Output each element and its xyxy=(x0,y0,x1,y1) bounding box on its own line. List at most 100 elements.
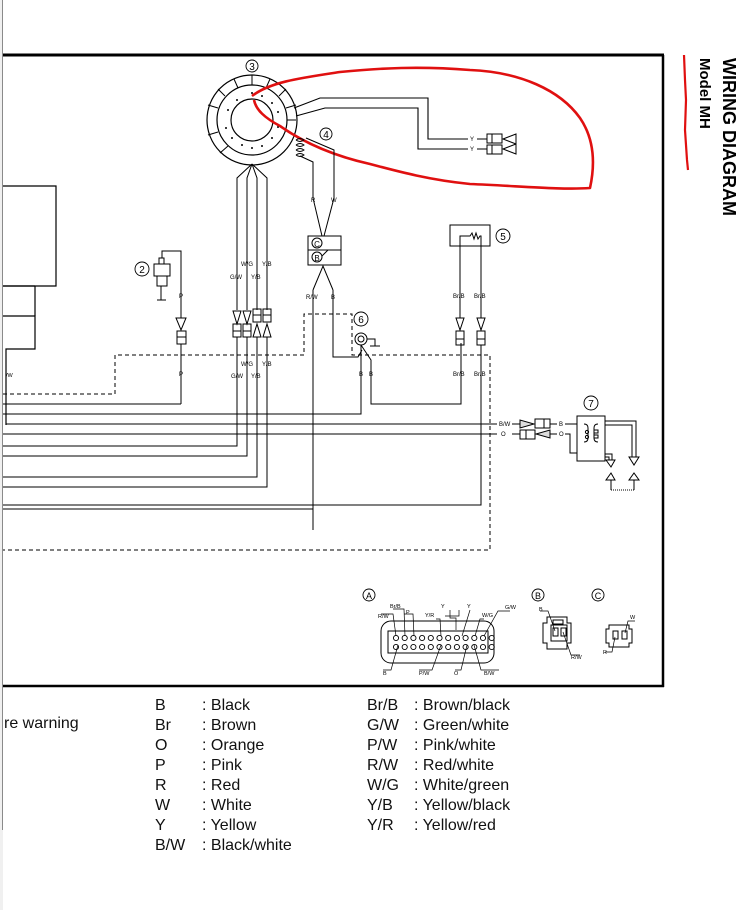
resistor xyxy=(3,224,491,506)
connector-pin xyxy=(445,643,452,651)
legend-row: R/W: Red/white xyxy=(367,756,510,776)
wire-label-o: O xyxy=(501,432,506,438)
wire-label-b: B xyxy=(559,422,563,428)
ignition-coil xyxy=(565,415,640,491)
stator-y-wires xyxy=(293,97,468,150)
legend-color-name: : Green/white xyxy=(414,717,510,734)
legend-row: B/W: Black/white xyxy=(155,836,292,856)
wire-label: /W xyxy=(6,373,14,379)
pin-label: W/G xyxy=(482,613,493,619)
left-module xyxy=(3,185,57,425)
connector-b-detail: B B R/W xyxy=(531,588,583,661)
wire-label-brb: Br/B xyxy=(474,372,486,378)
svg-text:B: B xyxy=(535,591,541,601)
legend-code: P/W xyxy=(367,737,398,754)
connector-a-detail: A R/W Br/B P Y/R Y Y W/G G/W B xyxy=(362,588,517,677)
svg-text:6: 6 xyxy=(358,315,364,326)
pin-label: B xyxy=(383,671,387,677)
connector-pin xyxy=(453,643,460,651)
pin-label: B/W xyxy=(484,671,495,677)
legend-code: W/G xyxy=(367,777,399,794)
wire-label-brb: Br/B xyxy=(453,294,465,300)
pin-label: Br/B xyxy=(390,604,401,610)
legend-code: W xyxy=(155,797,171,814)
wire-label-p: P xyxy=(179,294,183,300)
legend-color-name: : Orange xyxy=(202,737,265,754)
legend-color-name: : Yellow/red xyxy=(414,817,496,834)
component-badge-3: 3 xyxy=(245,59,259,73)
wire-label-y: Y xyxy=(470,137,474,143)
partial-caption: re warning xyxy=(4,715,79,732)
pressure-sensor xyxy=(153,250,187,404)
diagram-subtitle: Model MH xyxy=(696,58,713,129)
wire-label-b: B xyxy=(331,295,335,301)
pin-label: O xyxy=(454,671,459,677)
pin-label: R/W xyxy=(378,614,390,620)
red-circle-annotation xyxy=(251,66,595,190)
legend-color-name: : Brown xyxy=(202,717,257,734)
svg-text:4: 4 xyxy=(323,130,329,141)
rw-wire xyxy=(3,290,314,510)
pin-label: G/W xyxy=(505,605,517,611)
connector-pin xyxy=(471,643,478,651)
pickup-coil xyxy=(295,137,335,237)
legend-color-name: : White/green xyxy=(414,777,510,794)
component-badge-6: 6 xyxy=(353,311,369,327)
ignition-wires xyxy=(3,403,497,435)
legend-code: Y/B xyxy=(367,797,393,814)
legend-row: W : White xyxy=(155,796,292,816)
pin-label: P xyxy=(406,610,410,616)
connector-pin xyxy=(419,634,426,642)
coil-connectors xyxy=(512,418,557,440)
red-underline-annotation xyxy=(682,54,690,171)
component-badge-4: 4 xyxy=(319,127,333,141)
diagram-title: WIRING DIAGRAM xyxy=(719,58,739,216)
legend-code: R xyxy=(155,777,167,794)
connector-pin xyxy=(419,643,426,651)
legend-code: Y/R xyxy=(367,817,394,834)
connector-pin xyxy=(401,643,408,651)
stator-output-wires xyxy=(3,163,272,488)
wire-label-yb: Y/B xyxy=(262,262,272,268)
legend-color-name: : Pink/white xyxy=(414,737,496,754)
connector-pin xyxy=(453,634,460,642)
legend-row: Br: Brown xyxy=(155,716,292,736)
legend-row: Y: Yellow xyxy=(155,816,292,836)
y-connectors xyxy=(477,133,517,155)
connector-pin xyxy=(488,634,495,642)
legend-row: W/G : White/green xyxy=(367,776,510,796)
wire-label-wg: W/G xyxy=(241,362,253,368)
legend-row: O : Orange xyxy=(155,736,292,756)
connector-pin xyxy=(392,643,400,651)
legend-color-name: : Yellow xyxy=(202,817,257,834)
svg-text:5: 5 xyxy=(500,232,506,243)
page-edge-shadow xyxy=(0,0,3,910)
connector-pin xyxy=(479,643,487,651)
diagram-frame xyxy=(3,53,665,688)
title-block: WIRING DIAGRAM Model MH xyxy=(682,54,739,216)
legend-row: B: Black xyxy=(155,696,292,716)
legend-code: O xyxy=(155,737,168,754)
pin-label: W xyxy=(630,615,636,621)
wire-label-wg: W/G xyxy=(241,262,253,268)
wire-label-b: B xyxy=(359,372,363,378)
page-edge xyxy=(2,0,3,830)
pin-label: Y xyxy=(441,604,445,610)
wire-label-brb: Br/B xyxy=(453,372,465,378)
legend-code: G/W xyxy=(367,717,399,734)
wire-label-yb: Y/B xyxy=(251,275,261,281)
svg-text:A: A xyxy=(366,591,372,601)
connector-pin xyxy=(410,643,417,651)
legend-row: Y/B: Yellow/black xyxy=(367,796,510,816)
connector-c-detail: C R W xyxy=(591,588,636,656)
connector-b-mark: B xyxy=(314,254,319,263)
connector-c-mark: C xyxy=(314,240,320,249)
connector-pin xyxy=(436,634,443,642)
legend-color-name: : White xyxy=(202,797,252,814)
legend-color-name: : Brown/black xyxy=(414,697,511,714)
component-badge-7: 7 xyxy=(583,395,599,411)
pin-label: R/W xyxy=(571,655,583,661)
wire-label-rw: R/W xyxy=(306,295,318,301)
